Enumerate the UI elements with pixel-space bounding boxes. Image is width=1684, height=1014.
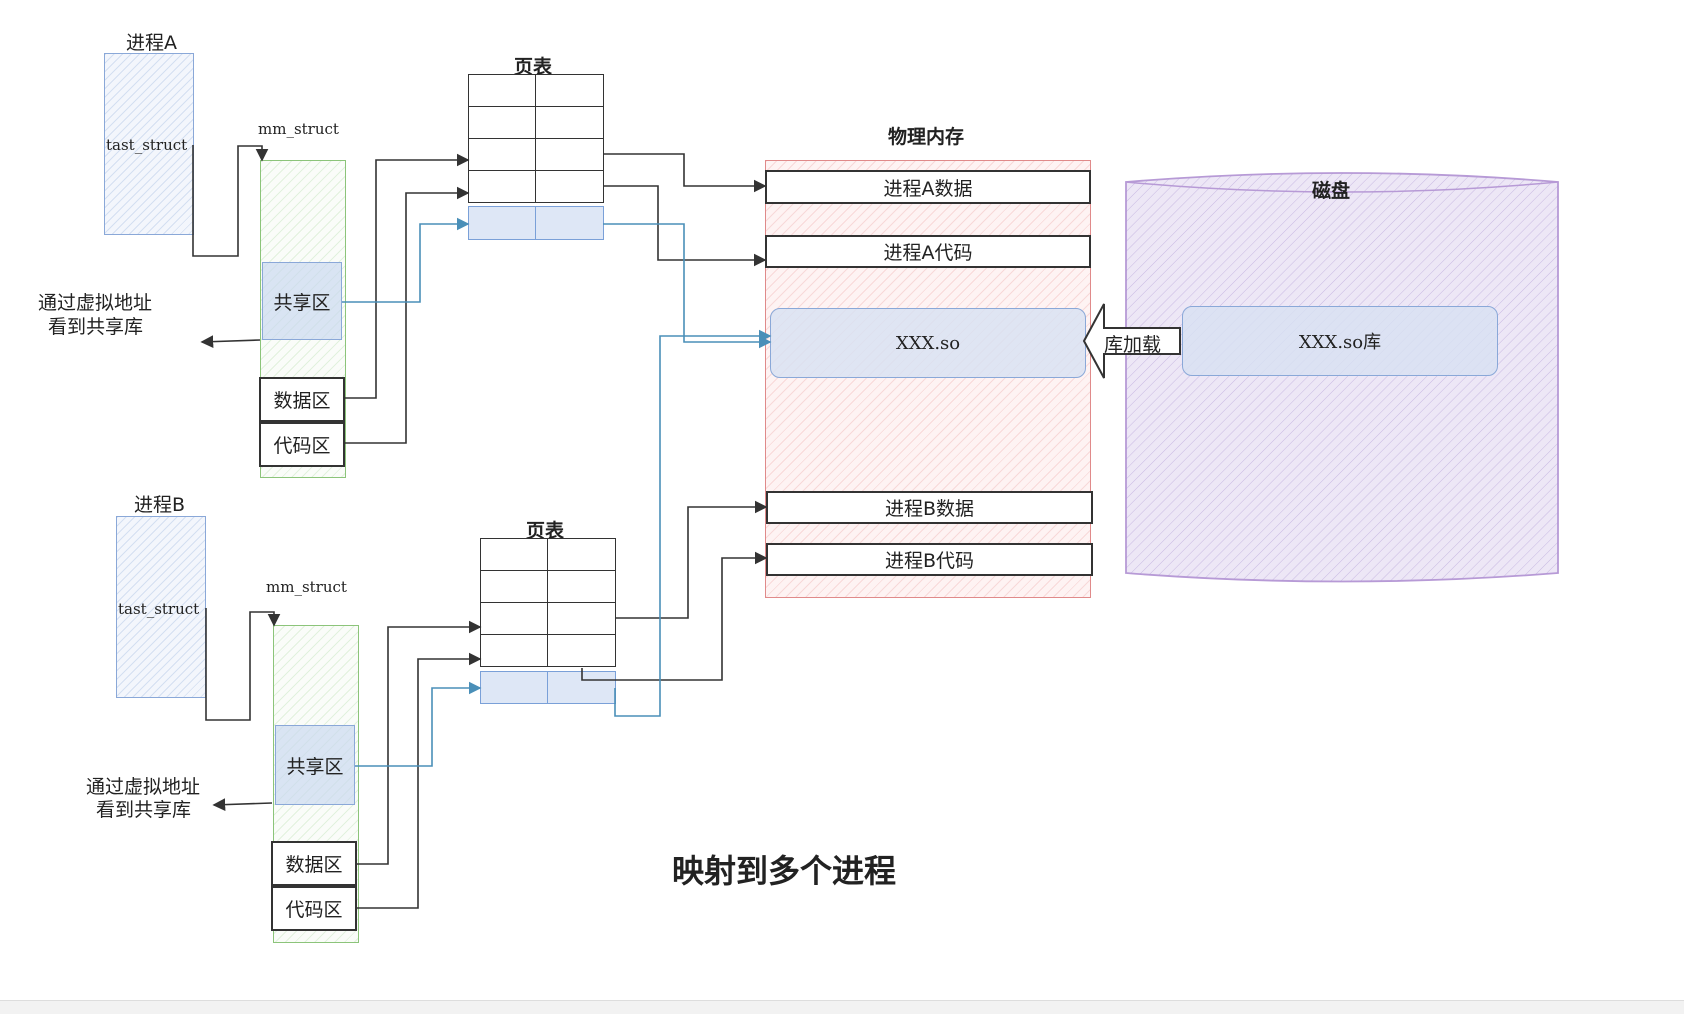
load-arrow-label: 库加载 <box>1104 334 1162 356</box>
process-b-note-line1: 通过虚拟地址 <box>86 776 201 798</box>
process-b-task-struct-label: tast_struct <box>118 600 200 618</box>
page-table-b-shared-cell <box>480 671 548 704</box>
page-table-a-cell <box>468 170 536 203</box>
disk-cylinder <box>1125 172 1559 583</box>
page-table-a-cell <box>468 74 536 107</box>
page-table-a <box>468 74 604 240</box>
phys-process-a-code: 进程A代码 <box>765 235 1091 268</box>
phys-process-b-code: 进程B代码 <box>766 543 1093 576</box>
page-table-b <box>480 538 616 704</box>
process-a-shared-area: 共享区 <box>262 262 342 340</box>
page-table-a-shared-cell <box>468 206 536 240</box>
phys-process-b-data: 进程B数据 <box>766 491 1093 524</box>
physical-memory <box>765 160 1091 598</box>
page-table-a-cell <box>535 138 604 171</box>
process-b-code-area: 代码区 <box>271 886 357 931</box>
process-b-data-area: 数据区 <box>271 841 357 886</box>
process-b-note-line2: 看到共享库 <box>96 799 192 821</box>
caption: 映射到多个进程 <box>672 852 897 890</box>
process-a-note-line1: 通过虚拟地址 <box>38 292 153 314</box>
page-table-b-cell <box>480 538 548 571</box>
phys-process-a-data: 进程A数据 <box>765 170 1091 204</box>
process-a-task-struct-label: tast_struct <box>106 136 188 154</box>
bottom-scrollbar[interactable] <box>0 1000 1684 1014</box>
page-table-a-shared-cell <box>535 206 604 240</box>
process-a-title: 进程A <box>126 32 177 54</box>
page-table-a-cell <box>535 170 604 203</box>
process-a-data-area: 数据区 <box>259 377 345 422</box>
process-b-title: 进程B <box>134 494 186 516</box>
process-a-code-area: 代码区 <box>259 422 345 467</box>
process-a-task-struct <box>104 53 194 235</box>
load-arrow <box>1082 303 1181 379</box>
page-table-b-cell <box>547 570 616 603</box>
disk-so-lib: XXX.so库 <box>1182 306 1498 376</box>
process-b-task-struct <box>116 516 206 698</box>
page-table-a-title: 页表 <box>514 56 553 78</box>
page-table-b-cell <box>547 634 616 667</box>
process-a-note-line2: 看到共享库 <box>48 316 144 338</box>
page-table-b-title: 页表 <box>526 520 565 542</box>
page-table-a-cell <box>468 106 536 139</box>
physical-memory-title: 物理内存 <box>888 126 965 148</box>
disk-title: 磁盘 <box>1312 180 1351 202</box>
phys-so-region: XXX.so <box>770 308 1086 378</box>
process-b-mm-struct-label: mm_struct <box>266 578 347 596</box>
process-b-shared-area: 共享区 <box>275 725 355 805</box>
process-a-mm-struct-label: mm_struct <box>258 120 339 138</box>
